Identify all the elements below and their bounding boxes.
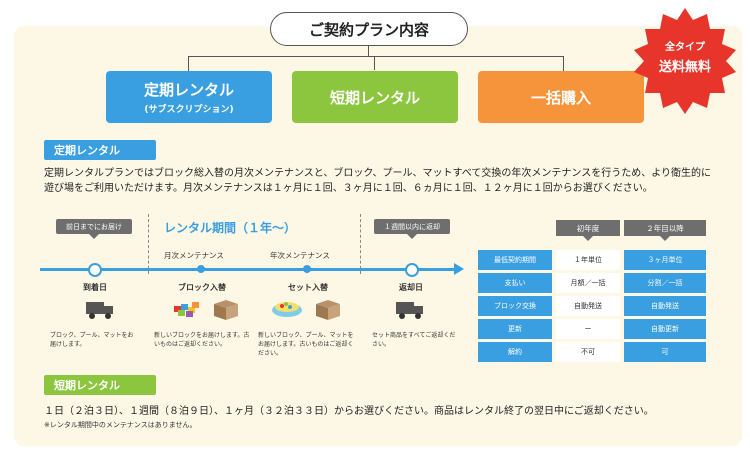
table-cell: 自動更新	[624, 319, 706, 339]
tag-return-within-week: １週間以内に返却	[374, 219, 450, 234]
table-cell: 自動発送	[556, 296, 620, 316]
step-desc: セット商品をすべてご返却ください。	[372, 332, 456, 348]
blocks-icon	[174, 302, 199, 317]
table-cell: 可	[624, 342, 706, 362]
timeline-dot	[405, 263, 419, 277]
header-arrow	[583, 236, 593, 241]
badge-line1: 全タイプ	[665, 42, 705, 53]
connector-middle	[374, 56, 375, 70]
table-cell: 不可	[556, 342, 620, 362]
connector-horizontal	[188, 56, 564, 71]
plan-teiki-sub: (サブスクリプション)	[144, 105, 234, 115]
tag-arrow	[407, 234, 417, 239]
step-title: 返却日	[399, 283, 423, 292]
teiki-description: 定期レンタルプランではブロック総入替の月次メンテナンスと、ブロック、プール、マッ…	[44, 168, 711, 194]
table-row-label: 更新	[478, 319, 552, 339]
step-title: 到着日	[83, 283, 107, 292]
plan-ikkatsu-button[interactable]: 一括購入	[478, 71, 644, 123]
table-cell: ー	[556, 319, 620, 339]
set-icon	[272, 302, 302, 317]
header-arrow	[660, 236, 670, 241]
table-row-label: 支払い	[478, 273, 552, 293]
plan-teiki-label: 定期レンタル	[143, 81, 234, 99]
table-cell: 分割／一括	[624, 273, 706, 293]
connector-top	[368, 44, 369, 56]
plan-tanki-button[interactable]: 短期レンタル	[292, 71, 458, 123]
monthly-maintenance-label: 月次メンテナンス	[164, 251, 224, 260]
table-cell: １年単位	[556, 250, 620, 270]
table-header-first-year: 初年度	[556, 220, 620, 236]
yearly-maintenance-label: 年次メンテナンス	[270, 251, 330, 260]
plan-ikkatsu-label: 一括購入	[530, 88, 591, 107]
step-title: ブロック入替	[178, 283, 226, 292]
section-teiki-label: 定期レンタル	[44, 140, 156, 160]
tag-before-delivery: 前日までにお届け	[56, 219, 132, 234]
tanki-description: １日（２泊３日）、１週間（８泊９日）、１ヶ月（３２泊３３日）からお選びください。…	[44, 406, 654, 417]
box-icon	[214, 300, 238, 320]
timeline-dot	[303, 265, 311, 273]
timeline-arrow-icon	[454, 263, 464, 275]
table-cell: 自動発送	[624, 296, 706, 316]
step-desc: 新しいブロック、プール、マットをお届けします。古いものはご返却ください。	[258, 332, 354, 357]
timeline-dot	[88, 263, 102, 277]
table-cell: ３ヶ月単位	[624, 250, 706, 270]
timeline-line	[40, 268, 456, 271]
badge-line2: 送料無料	[658, 60, 711, 75]
plan-teiki-button[interactable]: 定期レンタル (サブスクリプション)	[106, 71, 272, 123]
box-icon	[316, 300, 340, 320]
divider-line	[148, 214, 149, 274]
table-cell: 月額／一括	[556, 273, 620, 293]
rental-period-label: レンタル期間（１年～）	[164, 221, 297, 235]
tanki-note: ※レンタル期間中のメンテナンスはありません。	[44, 421, 197, 429]
table-row-label: ブロック交換	[478, 296, 552, 316]
page-title: ご契約プラン内容	[270, 12, 468, 46]
truck-icon	[396, 302, 423, 319]
plan-tanki-label: 短期レンタル	[329, 88, 420, 107]
divider-line	[360, 214, 361, 274]
table-header-second-year: ２年目以降	[624, 220, 706, 236]
timeline-dot	[197, 265, 205, 273]
section-tanki-label: 短期レンタル	[44, 375, 156, 395]
step-title: セット入替	[288, 283, 328, 292]
table-row-label: 解約	[478, 342, 552, 362]
step-desc: 新しいブロックをお届けします。古いものはご返却ください。	[154, 332, 250, 348]
tag-arrow	[89, 234, 99, 239]
badge-text: 全タイプ 送料無料	[630, 38, 740, 75]
step-desc: ブロック、プール、マットをお届けします。	[50, 332, 134, 348]
truck-icon	[86, 302, 113, 319]
table-row-label: 最低契約期間	[478, 250, 552, 270]
free-shipping-badge-icon	[634, 8, 736, 114]
